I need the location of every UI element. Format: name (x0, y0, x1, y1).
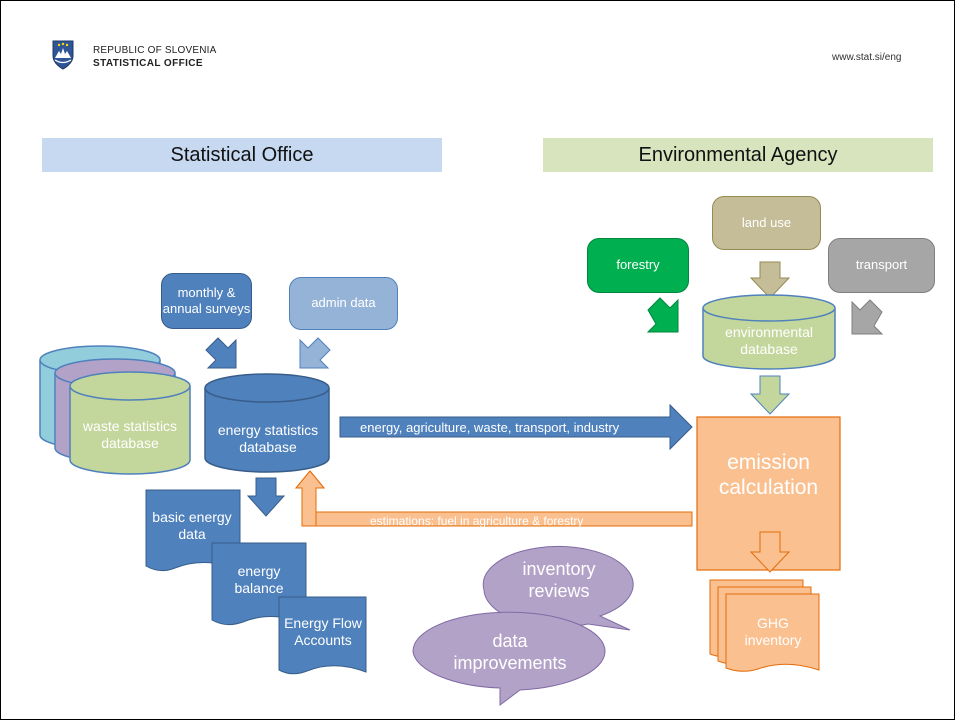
callout-inventory-reviews: inventory reviews (522, 559, 596, 601)
label-emission-calculation: emission calculation (718, 450, 819, 499)
arrow-admin-to-energy-db (299, 337, 331, 369)
label-flow-to-office: estimations: fuel in agriculture & fores… (370, 514, 584, 528)
slovenia-coat-of-arms-icon (52, 40, 74, 70)
box-admin-data: admin data (289, 277, 398, 330)
energy-db-cylinder (204, 373, 330, 473)
org-name-line1: REPUBLIC OF SLOVENIA (93, 45, 217, 56)
box-land-use: land use (712, 196, 821, 250)
arrow-energy-db-to-docs (246, 477, 286, 517)
callout-data-improvements-shape (412, 611, 606, 706)
arrow-to-agency (339, 403, 693, 451)
arrow-landuse-to-envdb (749, 261, 791, 299)
arrow-forestry-to-envdb (646, 297, 679, 333)
label-energy-statistics-database: energy statistics database (217, 422, 319, 455)
arrow-transport-to-envdb (851, 299, 884, 335)
label-basic-energy-data: basic energy data (152, 509, 232, 542)
org-name-line2: STATISTICAL OFFICE (93, 58, 203, 69)
label-energy-flow-accounts: Energy Flow Accounts (284, 615, 362, 648)
doc-energy-flow (278, 596, 367, 675)
box-forestry: forestry (587, 238, 689, 293)
environmental-db-cylinder (702, 294, 836, 370)
arrow-emission-to-ghg (749, 531, 791, 573)
label-flow-to-agency: energy, agriculture, waste, transport, i… (360, 420, 620, 435)
arrow-surveys-to-energy-db (205, 337, 237, 369)
doc-ghg-inventory (725, 593, 820, 672)
box-transport: transport (828, 238, 935, 293)
band-environmental-agency: Environmental Agency (543, 138, 933, 172)
label-ghg-inventory: GHG inventory (744, 615, 802, 648)
label-energy-balance: energy balance (234, 563, 284, 596)
band-statistical-office: Statistical Office (42, 138, 442, 172)
arrow-envdb-to-emission (749, 375, 791, 415)
website-link[interactable]: www.stat.si/eng (832, 52, 902, 63)
waste-db-stack (39, 345, 191, 475)
label-waste-statistics-database: waste statistics database (82, 418, 178, 451)
box-monthly-annual-surveys: monthly & annual surveys (161, 273, 252, 329)
label-environmental-database: environmental database (725, 324, 813, 357)
callout-data-improvements: data improvements (453, 631, 567, 673)
